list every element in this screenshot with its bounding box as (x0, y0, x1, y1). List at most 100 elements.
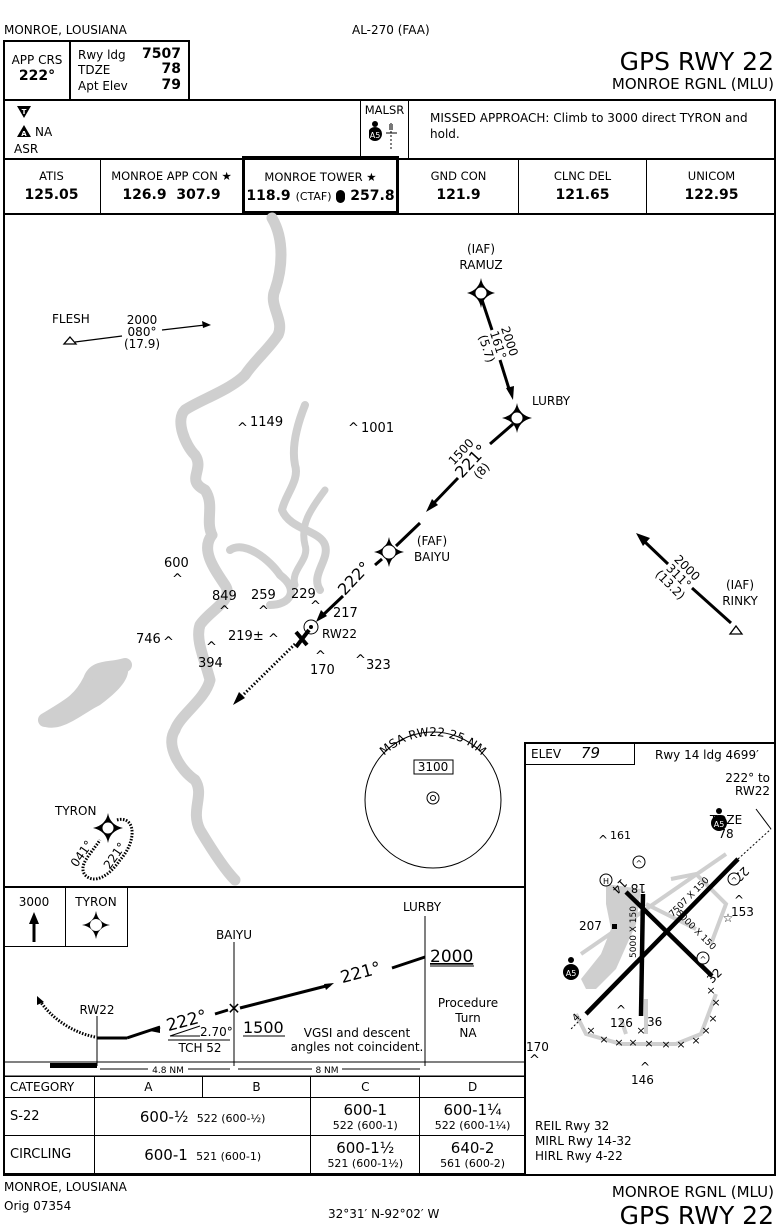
obstacle-126: 126 (610, 1016, 633, 1030)
baiyu-faf: (FAF) (417, 534, 447, 548)
rwy14-note: Rwy 14 ldg 4699′ (655, 748, 759, 762)
rinky-iaf: (IAF) (726, 578, 754, 592)
ab-sub: 522 (600-½) (196, 1111, 266, 1125)
header-category: CATEGORY (3, 1076, 95, 1098)
obstacle-229: 229 (291, 587, 316, 602)
vasi-32-icon: ^ (696, 951, 710, 965)
rinky-leg (690, 586, 733, 625)
waypoint-icon (82, 911, 110, 939)
runway-bar (50, 1063, 97, 1068)
final-leg (320, 594, 345, 618)
svg-text:H: H (603, 877, 609, 886)
svg-text:×: × (661, 1038, 670, 1051)
obstacle-icon: ^ (598, 833, 608, 847)
profile-rw22: RW22 (80, 1003, 115, 1017)
svg-text:×: × (691, 1034, 700, 1047)
lighting-badge: A5 (370, 131, 381, 140)
svg-text:^: ^ (636, 859, 643, 868)
alternate-minimums-icon: A (17, 125, 31, 138)
lighting-note: HIRL Rwy 4-22 (535, 1149, 623, 1163)
flesh-alt: 2000 (127, 313, 158, 327)
svg-text:×: × (711, 996, 720, 1009)
minimums-header: CATEGORY A B C D (3, 1076, 526, 1098)
pt-note-line2: Turn (454, 1011, 480, 1025)
takeoff-minimums-icon: T (17, 106, 31, 118)
svg-text:MSA RW22 25 NM: MSA RW22 25 NM (377, 725, 489, 758)
obstacle-icon: ^ (310, 599, 321, 614)
ramuz-leg (480, 299, 494, 331)
obstacle-219: 219± (228, 629, 264, 644)
freq-label: MONROE APP CON ★ (111, 169, 232, 183)
elev-value: 79 (581, 744, 601, 762)
obstacle-icon: ^ (237, 421, 248, 436)
arrowhead-icon (202, 321, 211, 328)
obstacle-170-diagram: 170 (526, 1040, 549, 1054)
svg-text:×: × (676, 1038, 685, 1051)
row-name: CIRCLING (3, 1135, 95, 1174)
hold-inbound-crs: 041° (68, 838, 96, 870)
msa-circle: MSA RW22 25 NM 3100 (364, 725, 502, 869)
svg-text:×: × (586, 1024, 595, 1037)
freq-value: 125.05 (24, 187, 79, 203)
obstacle-217: 217 (333, 606, 358, 621)
descent-path (391, 955, 426, 970)
app-crs-cell: APP CRS 222° (5, 42, 71, 99)
fix-tyron: TYRON (54, 804, 96, 818)
ab-main: 600-½ (139, 1107, 189, 1126)
elev-label: ELEV (531, 747, 562, 761)
vgsi-note-line1: VGSI and descent (304, 1026, 411, 1040)
ctaf-l-icon (336, 189, 346, 203)
lighting-cell: MALSR A5 (360, 99, 409, 160)
missed-approach-text: MISSED APPROACH: Climb to 3000 direct TY… (430, 111, 748, 141)
ramuz-iaf: (IAF) (467, 242, 495, 256)
apt-elev-value: 79 (161, 77, 181, 93)
obstacle-146: 146 (631, 1073, 654, 1087)
crs-note: 222° to (725, 771, 770, 785)
ma-fix: TYRON (75, 895, 117, 909)
profile-baiyu: BAIYU (216, 928, 252, 942)
app-crs-label: APP CRS (11, 53, 63, 67)
pointer-line (755, 808, 772, 830)
climb-arrow-icon (29, 912, 39, 942)
fix-ramuz: RAMUZ (459, 258, 502, 272)
pt-note-line3: NA (459, 1026, 477, 1040)
rw22-runway-icon (294, 619, 319, 649)
tdze-label: TDZE (78, 63, 111, 77)
svg-text:×: × (701, 1024, 710, 1037)
d-main: 640-2 (450, 1139, 495, 1157)
header-c: C (310, 1076, 421, 1098)
malsr-badge-icon: A5 (711, 808, 727, 831)
c-main: 600-1½ (336, 1139, 395, 1157)
lighting-note: REIL Rwy 32 (535, 1119, 610, 1133)
pt-note-line1: Procedure (438, 996, 498, 1010)
svg-text:^: ^ (700, 955, 707, 964)
takeoff-symbol: T (22, 108, 27, 116)
angle-icon (169, 1025, 201, 1037)
freq-atis: ATIS 125.05 (3, 158, 101, 213)
obstacle-1001: 1001 (361, 421, 394, 436)
river (38, 212, 330, 886)
flesh-crs: 080° (128, 325, 157, 339)
svg-text:×: × (614, 1036, 623, 1049)
svg-text:×: × (599, 1033, 608, 1046)
ma-fix-box: TYRON (65, 886, 128, 947)
freq-ground: GND CON 121.9 (399, 158, 519, 213)
lurby-waypoint-icon (502, 403, 532, 433)
missed-approach-path (238, 642, 297, 700)
svg-text:×: × (706, 984, 715, 997)
obstacle-icon: ^ (529, 1053, 540, 1068)
runway-layout: 7507 X 150 5000 X 150 5000 X 150 18 36 1… (563, 808, 772, 1074)
d-main: 600-1¼ (443, 1101, 502, 1119)
runway-end-18: 18 (631, 881, 646, 895)
c-main: 600-1 (343, 1101, 388, 1119)
footer-orig: Orig 07354 (4, 1199, 72, 1213)
asr-label: ASR (14, 142, 39, 156)
fix-flesh: FLESH (52, 312, 90, 326)
tch: TCH 52 (177, 1041, 221, 1055)
freq-unicom: UNICOM 122.95 (647, 158, 776, 213)
flesh-fix-icon (62, 336, 78, 345)
profile-alt-lurby: 2000 (430, 947, 473, 967)
fence-line: ××××××××××××× (586, 984, 720, 1051)
